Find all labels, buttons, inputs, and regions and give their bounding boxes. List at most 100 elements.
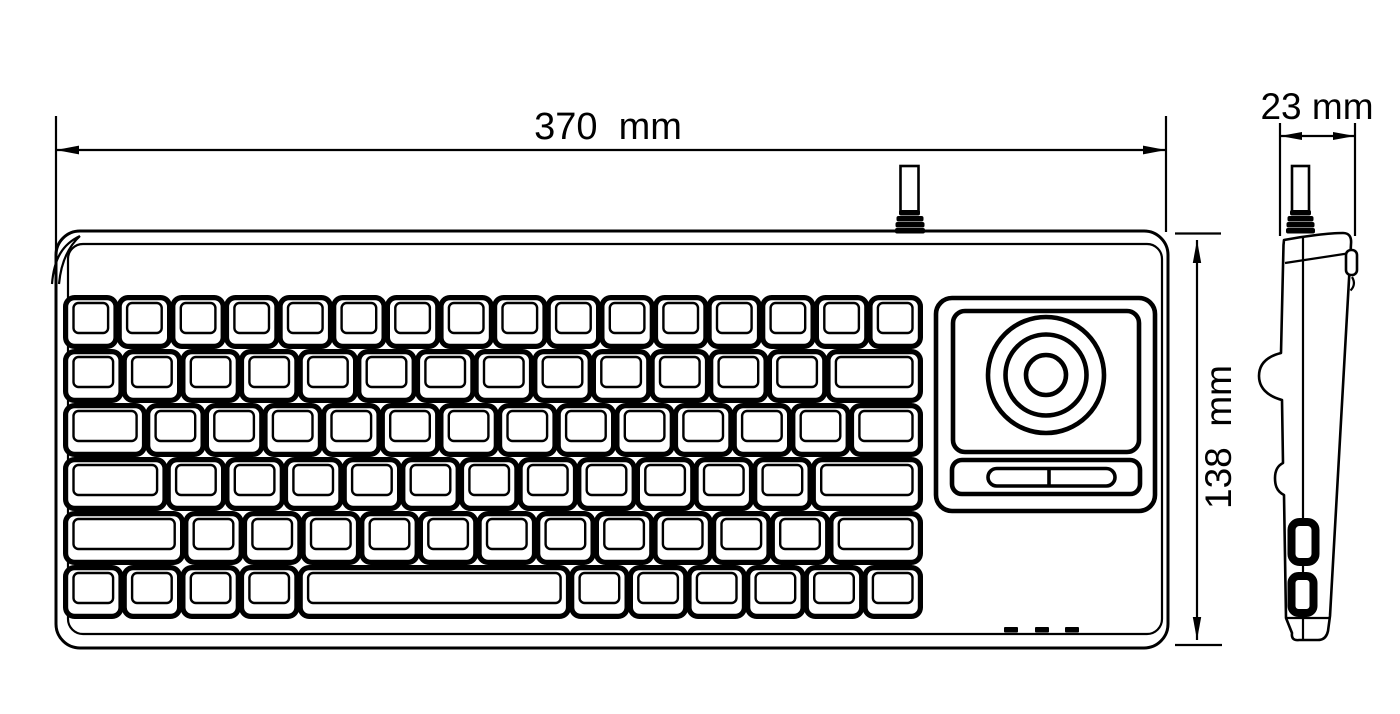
keyboard-foot-upper	[1292, 522, 1316, 562]
key-home-row	[637, 460, 692, 509]
key-home-row	[344, 460, 399, 509]
key-shift-row	[66, 514, 183, 563]
key-tab-row	[500, 406, 555, 455]
key-tab-row	[617, 406, 672, 455]
key-tab-row	[676, 406, 731, 455]
key-number-row	[828, 352, 920, 401]
key-bottom-row	[806, 568, 861, 617]
key-bottom-row	[183, 568, 238, 617]
key-function-row	[656, 298, 706, 347]
height-dimension-label: 138 mm	[1198, 365, 1239, 509]
height-dimension: 138 mm	[1175, 234, 1239, 646]
key-number-row	[593, 352, 648, 401]
status-led	[1065, 627, 1079, 633]
key-tab-row	[382, 406, 437, 455]
key-tab-row	[148, 406, 203, 455]
cable-top-view	[895, 166, 925, 234]
key-tab-row	[734, 406, 789, 455]
key-home-row	[579, 460, 634, 509]
key-number-row	[242, 352, 297, 401]
key-shift-row	[479, 514, 534, 563]
key-function-row	[709, 298, 759, 347]
key-home-row	[286, 460, 341, 509]
key-function-row	[119, 298, 169, 347]
strain-relief-rib	[1286, 228, 1315, 234]
key-bottom-row	[748, 568, 803, 617]
trackball-ball	[1026, 355, 1066, 395]
keyboard-foot-lower	[1292, 576, 1314, 613]
status-led	[1004, 627, 1018, 633]
key-home-row	[520, 460, 575, 509]
arrowhead-left	[1280, 132, 1302, 140]
strain-relief-rib	[896, 222, 925, 228]
key-bottom-row	[689, 568, 744, 617]
key-home-row	[462, 460, 517, 509]
key-home-row	[755, 460, 810, 509]
key-tab-row	[852, 406, 921, 455]
key-number-row	[711, 352, 766, 401]
key-function-row	[441, 298, 491, 347]
key-number-row	[535, 352, 590, 401]
key-shift-row	[772, 514, 827, 563]
key-shift-row	[186, 514, 241, 563]
side-clip	[1346, 250, 1357, 275]
key-tab-row	[441, 406, 496, 455]
button-pill	[988, 469, 1115, 487]
key-shift-row	[714, 514, 769, 563]
key-number-row	[66, 352, 121, 401]
key-shift-row	[303, 514, 358, 563]
key-function-row	[495, 298, 545, 347]
key-function-row	[227, 298, 277, 347]
key-function-row	[173, 298, 223, 347]
side-clip-hook	[1351, 277, 1354, 291]
cable-side	[1292, 166, 1309, 212]
key-number-row	[769, 352, 824, 401]
key-number-row	[652, 352, 707, 401]
key-tab-row	[265, 406, 320, 455]
key-number-row	[359, 352, 414, 401]
key-bottom-row	[242, 568, 297, 617]
arrowhead-left	[56, 146, 79, 155]
keyboard-top-view	[52, 166, 1168, 648]
status-led	[1035, 627, 1049, 633]
keyboard-side-view	[1259, 166, 1357, 640]
strain-relief-rib	[899, 210, 920, 216]
key-shift-row	[831, 514, 921, 563]
key-function-row	[763, 298, 813, 347]
key-number-row	[418, 352, 473, 401]
key-function-row	[548, 298, 598, 347]
arrowhead-right	[1333, 132, 1355, 140]
arrowhead-up	[1193, 240, 1201, 263]
key-shift-row	[596, 514, 651, 563]
strain-relief-rib	[1287, 222, 1315, 228]
cable	[901, 166, 919, 212]
depth-dimension: 23 mm	[1260, 86, 1373, 236]
key-function-row	[280, 298, 330, 347]
key-home-row	[813, 460, 920, 509]
key-shift-row	[420, 514, 475, 563]
key-tab-row	[206, 406, 261, 455]
key-function-row	[66, 298, 116, 347]
key-tab-row	[558, 406, 613, 455]
key-shift-row	[655, 514, 710, 563]
arrowhead-down	[1193, 617, 1201, 640]
key-tab-row	[324, 406, 379, 455]
key-function-row	[870, 298, 920, 347]
key-bottom-row	[630, 568, 685, 617]
key-number-row	[476, 352, 531, 401]
key-tab-row	[793, 406, 848, 455]
key-home-row	[403, 460, 458, 509]
key-home-row	[696, 460, 751, 509]
key-home-row	[66, 460, 165, 509]
key-number-row	[183, 352, 238, 401]
key-bottom-row	[66, 568, 121, 617]
key-function-row	[387, 298, 437, 347]
key-tab-row	[66, 406, 145, 455]
trackball-buttons	[952, 460, 1140, 494]
key-bottom-row	[572, 568, 627, 617]
key-shift-row	[538, 514, 593, 563]
strain-relief-rib	[1290, 210, 1311, 216]
key-function-row	[816, 298, 866, 347]
